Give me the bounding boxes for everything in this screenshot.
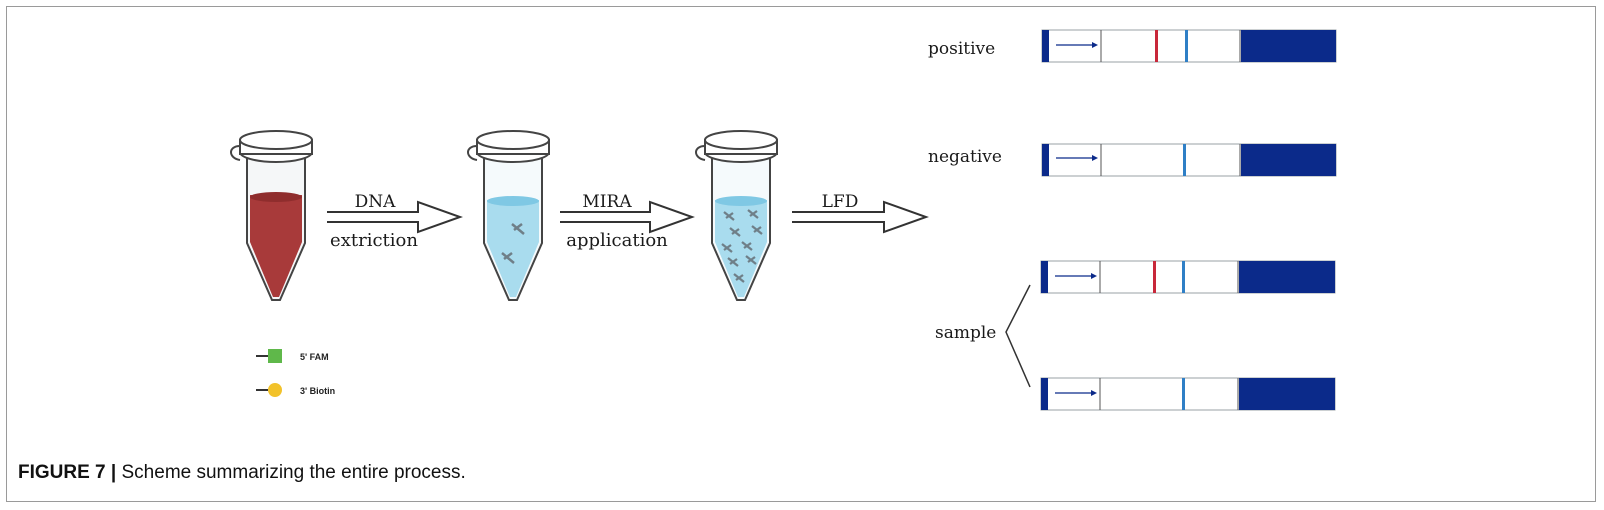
process-scheme: DNA extriction MIRA application bbox=[230, 29, 1337, 411]
biotin-legend-item: 3' Biotin bbox=[256, 383, 335, 397]
test-line bbox=[1153, 261, 1156, 293]
caption-text: Scheme summarizing the entire process. bbox=[116, 462, 466, 483]
control-line bbox=[1182, 378, 1185, 410]
amplified-tube bbox=[695, 130, 778, 301]
arrow-mira-amplification: MIRA application bbox=[560, 192, 695, 251]
figure-caption: FIGURE 7 | Scheme summarizing the entire… bbox=[18, 462, 466, 484]
fam-label: 5' FAM bbox=[300, 352, 329, 362]
dna-fragment-icon bbox=[501, 223, 525, 264]
step-label-mira: MIRA bbox=[582, 192, 632, 212]
strip-sample-2 bbox=[1040, 377, 1336, 411]
step-label-extriction: extriction bbox=[330, 230, 418, 251]
strip-positive bbox=[1041, 29, 1337, 63]
fam-square-icon bbox=[268, 349, 282, 363]
fam-legend-item: 5' FAM bbox=[256, 349, 329, 363]
control-line bbox=[1182, 261, 1185, 293]
biotin-circle-icon bbox=[268, 383, 282, 397]
strip-sample-1 bbox=[1040, 260, 1336, 294]
step-label-application: application bbox=[566, 230, 668, 251]
label-positive: positive bbox=[928, 39, 995, 59]
probe-legend: 5' FAM 3' Biotin bbox=[256, 349, 335, 397]
arrow-lfd: LFD bbox=[792, 192, 929, 234]
biotin-label: 3' Biotin bbox=[300, 386, 335, 396]
blood-sample-tube bbox=[230, 130, 313, 301]
amplicon-fragments-icon bbox=[721, 209, 763, 283]
figure-frame bbox=[6, 6, 1596, 502]
strip-negative bbox=[1041, 143, 1337, 177]
sample-bracket bbox=[1005, 284, 1031, 388]
label-sample: sample bbox=[935, 323, 996, 343]
test-line bbox=[1155, 30, 1158, 62]
dna-tube bbox=[467, 130, 550, 301]
caption-label: FIGURE 7 | bbox=[18, 462, 117, 483]
arrow-dna-extraction: DNA extriction bbox=[327, 192, 463, 251]
control-line bbox=[1183, 144, 1186, 176]
step-label-lfd: LFD bbox=[822, 192, 859, 212]
step-label-dna: DNA bbox=[355, 192, 397, 212]
label-negative: negative bbox=[928, 147, 1002, 167]
control-line bbox=[1185, 30, 1188, 62]
